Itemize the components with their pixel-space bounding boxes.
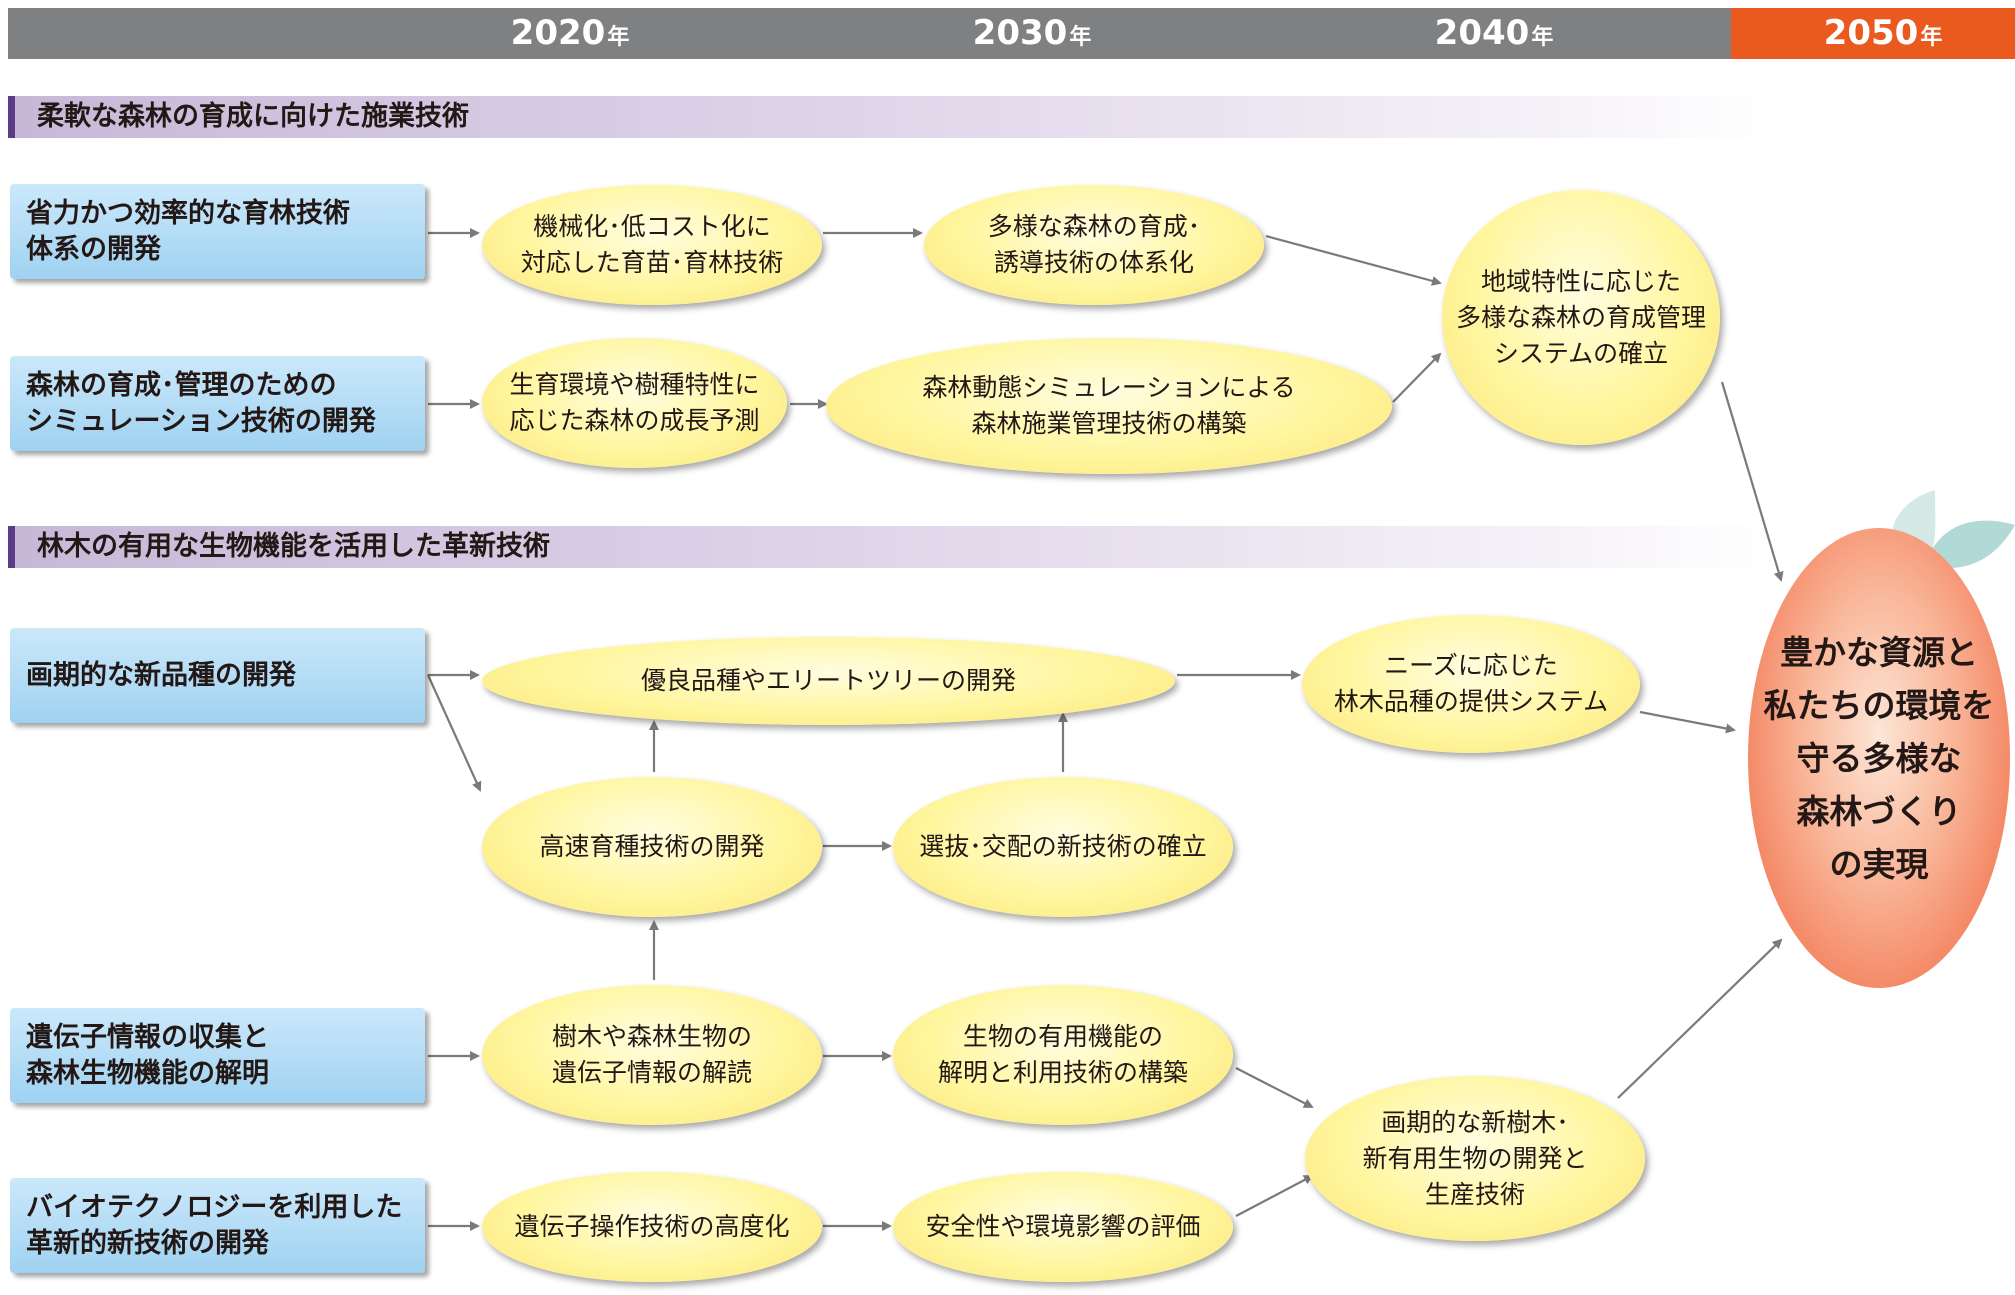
node-growth-prediction: 生育環境や樹種特性に 応じた森林の成長予測: [482, 338, 787, 468]
section-header-biofunction: 林木の有用な生物機能を活用した革新技術: [8, 526, 1775, 568]
timeline-2050-highlight: [1731, 8, 2015, 59]
goal-ellipse: 豊かな資源と 私たちの環境を 守る多様な 森林づくり の実現: [1748, 528, 2010, 988]
timeline-bar: [8, 8, 2015, 59]
arrow: [426, 674, 482, 792]
node-regional-management-system: 地域特性に応じた 多様な森林の育成管理 システムの確立: [1442, 190, 1720, 445]
year-2050: 2050年: [1823, 13, 1943, 53]
left-box-gene-info: 遺伝子情報の収集と 森林生物機能の解明: [10, 1008, 425, 1103]
year-2030: 2030年: [972, 13, 1092, 53]
node-new-trees-production: 画期的な新樹木･ 新有用生物の開発と 生産技術: [1305, 1076, 1645, 1241]
node-mechanized-low-cost: 機械化･低コスト化に 対応した育苗･育林技術: [482, 185, 822, 305]
arrow: [1617, 938, 1783, 1099]
section-header-silviculture: 柔軟な森林の育成に向けた施業技術: [8, 96, 1775, 138]
year-2020: 2020年: [510, 13, 630, 53]
node-useful-function: 生物の有用機能の 解明と利用技術の構築: [893, 985, 1233, 1125]
node-selection-crossing: 選抜･交配の新技術の確立: [893, 777, 1233, 917]
node-diverse-forest-system: 多様な森林の育成･ 誘導技術の体系化: [924, 185, 1264, 305]
arrow: [1392, 352, 1442, 403]
node-elite-tree: 優良品種やエリートツリーの開発: [482, 637, 1175, 725]
arrow: [1235, 1175, 1314, 1217]
left-box-labor-saving: 省力かつ効率的な育林技術 体系の開発: [10, 184, 425, 279]
year-2040: 2040年: [1434, 13, 1554, 53]
left-box-simulation: 森林の育成･管理のための シミュレーション技術の開発: [10, 356, 425, 451]
left-box-new-variety: 画期的な新品種の開発: [10, 628, 425, 723]
node-rapid-breeding: 高速育種技術の開発: [482, 777, 822, 917]
node-safety-evaluation: 安全性や環境影響の評価: [893, 1172, 1233, 1282]
node-gene-manipulation: 遺伝子操作技術の高度化: [482, 1172, 822, 1282]
arrow: [1720, 381, 1784, 582]
left-box-biotech: バイオテクノロジーを利用した 革新的新技術の開発: [10, 1178, 425, 1273]
arrow: [1639, 710, 1736, 734]
arrow: [1265, 234, 1442, 286]
arrow: [1235, 1067, 1314, 1108]
node-variety-supply-system: ニーズに応じた 林木品種の提供システム: [1302, 615, 1640, 753]
node-gene-decoding: 樹木や森林生物の 遺伝子情報の解読: [482, 985, 822, 1125]
node-forest-dynamics-simulation: 森林動態シミュレーションによる 森林施業管理技術の構築: [826, 338, 1392, 474]
